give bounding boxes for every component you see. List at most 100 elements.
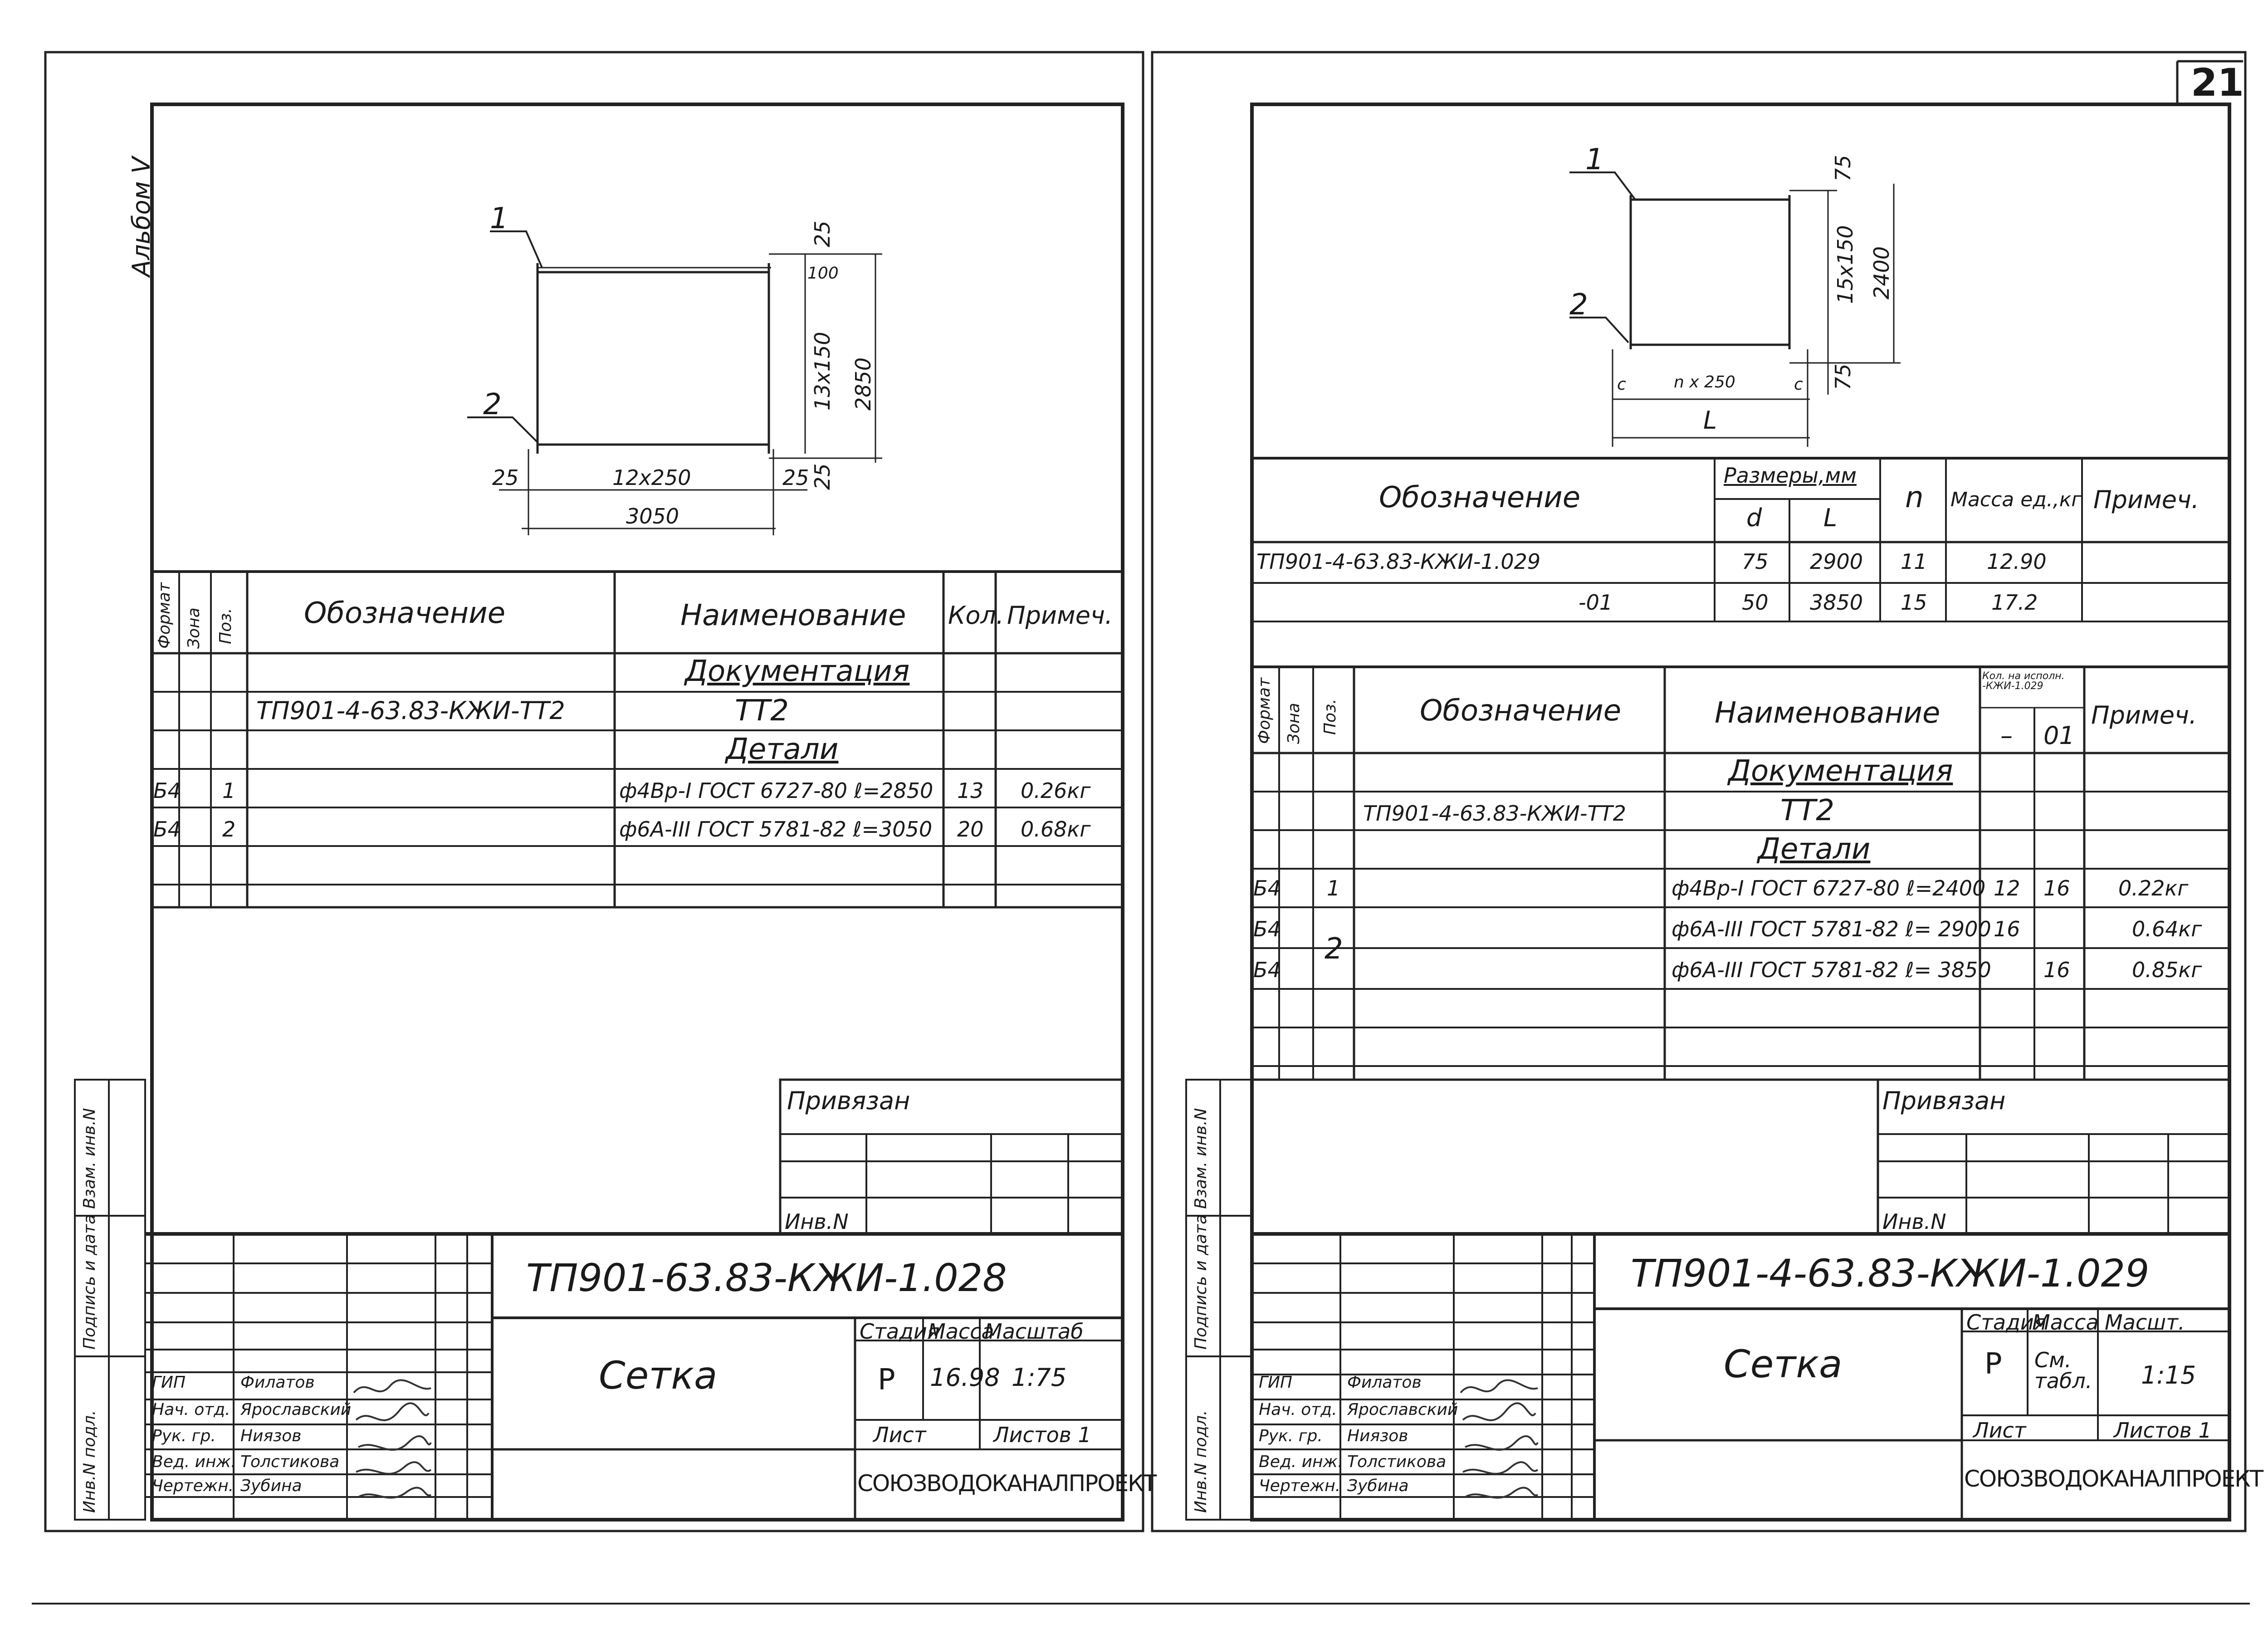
- right-person-4-role: Чертежн.: [1259, 1477, 1341, 1495]
- left-dim-right-bottom: 25: [810, 463, 835, 490]
- left-side-inv-podl: Инв.N подл.: [80, 1410, 99, 1513]
- right-spec-row4-name: ф6А-III ГОСТ 5781-82 ℓ= 2900: [1672, 917, 1991, 941]
- right-spec-row5-note: 0.85кг: [2132, 958, 2202, 982]
- left-spec-row2-name: Детали: [726, 733, 839, 766]
- left-spec-hdr-pos: Поз.: [216, 608, 235, 644]
- right-person-0-role: ГИП: [1259, 1373, 1293, 1392]
- left-spec-row3-name: ф4Вр-I ГОСТ 6727-80 ℓ=2850: [619, 778, 934, 803]
- right-mass: См. табл.: [2034, 1348, 2092, 1393]
- left-person-3-role: Вед. инж.: [152, 1453, 236, 1471]
- left-dim-bottom-left: 25: [492, 465, 519, 490]
- left-spec-row4-name: ф6А-III ГОСТ 5781-82 ℓ=3050: [619, 817, 933, 841]
- right-privyazan-label: Привязан: [1882, 1086, 2006, 1115]
- right-sheets-label: Листов 1: [2114, 1418, 2212, 1443]
- left-mass-label: Масса: [928, 1319, 994, 1344]
- left-privyazan-label: Привязан: [787, 1086, 910, 1115]
- right-person-1-name: Ярославский: [1347, 1400, 1458, 1419]
- album-label: Альбом V: [127, 157, 156, 277]
- right-stage-label: Стадия: [1966, 1310, 2047, 1335]
- right-dims-hdr-note: Примеч.: [2093, 485, 2200, 514]
- left-spec-hdr-qty: Кол.: [948, 601, 1004, 630]
- left-spec-row1-name: ТТ2: [735, 694, 789, 728]
- right-pos-1: 1: [1585, 143, 1604, 176]
- right-spec-hdr-qty-b: 01: [2043, 721, 2075, 750]
- left-scale: 1:75: [1012, 1363, 1067, 1392]
- right-spec-row1-name: ТТ2: [1780, 794, 1834, 827]
- right-person-0-name: Филатов: [1347, 1373, 1422, 1392]
- right-spec-row3-qa: 12: [1994, 876, 2020, 900]
- right-spec-hdr-zone: Зона: [1285, 703, 1303, 744]
- right-doc-name: Сетка: [1724, 1342, 1843, 1386]
- right-spec-row3-format: Б4: [1253, 876, 1281, 900]
- right-dims-row0-L: 2900: [1810, 549, 1863, 574]
- left-scale-label: Масштаб: [984, 1319, 1084, 1344]
- right-dim-vert: 15x150: [1833, 225, 1857, 304]
- left-dim-top: 25: [810, 220, 835, 247]
- right-signatures: [1460, 1379, 1539, 1499]
- left-spec-row3-note: 0.26кг: [1021, 778, 1091, 803]
- right-spec-row5-name: ф6А-III ГОСТ 5781-82 ℓ= 3850: [1672, 958, 1991, 982]
- left-dim-small: 100: [807, 264, 839, 283]
- right-spec-hdr-pos: Поз.: [1321, 699, 1339, 735]
- right-spec-row4-pos: 2: [1325, 932, 1343, 966]
- right-pos-2: 2: [1569, 288, 1588, 322]
- left-dim-total-h: 2850: [851, 357, 875, 411]
- left-mass: 16.98: [930, 1363, 1000, 1392]
- right-dims-hdr-d: d: [1746, 504, 1762, 532]
- left-spec-row3-qty: 13: [957, 778, 984, 803]
- right-scale-label: Масшт.: [2105, 1310, 2185, 1335]
- left-side-vzam: Взам. инв.N: [80, 1108, 99, 1209]
- left-spec-hdr-zone: Зона: [185, 607, 203, 649]
- right-person-1-role: Нач. отд.: [1259, 1400, 1337, 1419]
- right-person-2-role: Рук. гр.: [1259, 1427, 1323, 1445]
- left-spec-hdr-name: Наименование: [680, 599, 906, 632]
- right-side-vzam: Взам. инв.N: [1192, 1108, 1210, 1209]
- right-spec-row4-note: 0.64кг: [2132, 917, 2202, 941]
- right-dim-span: n x 250: [1674, 373, 1735, 391]
- right-dims-row1-L: 3850: [1810, 590, 1863, 615]
- right-spec-row2-name: Детали: [1758, 832, 1871, 866]
- right-spec-row1-designation: ТП901-4-63.83-КЖИ-ТТ2: [1363, 801, 1626, 826]
- left-doc-name: Сетка: [599, 1353, 718, 1398]
- left-person-4-role: Чертежн.: [152, 1477, 234, 1495]
- right-spec-row4-qa: 16: [1994, 917, 2020, 941]
- right-spec-hdr-note: Примеч.: [2091, 701, 2197, 729]
- left-person-0-name: Филатов: [240, 1373, 315, 1392]
- right-dims-hdr-n: n: [1905, 481, 1924, 514]
- right-scale: 1:15: [2141, 1361, 2196, 1389]
- left-doc-code: ТП901-63.83-КЖИ-1.028: [526, 1256, 1007, 1300]
- right-inv-no-label: Инв.N: [1882, 1209, 1946, 1234]
- left-pos-2: 2: [483, 388, 502, 421]
- right-person-4-name: Зубина: [1347, 1477, 1409, 1495]
- left-stage-label: Стадия: [860, 1319, 940, 1344]
- right-spec-row3-name: ф4Вр-I ГОСТ 6727-80 ℓ=2400: [1672, 876, 1986, 900]
- right-dim-left-c: c: [1617, 375, 1626, 394]
- page-number: 21: [2191, 60, 2244, 105]
- left-person-1-name: Ярославский: [240, 1400, 352, 1419]
- right-spec-hdr-format: Формат: [1255, 677, 1274, 744]
- left-person-4-name: Зубина: [240, 1477, 302, 1495]
- right-dims-row1-designation: -01: [1579, 590, 1613, 615]
- left-person-1-role: Нач. отд.: [152, 1400, 230, 1419]
- left-spec-row4-format: Б4: [153, 817, 181, 841]
- right-spec-row3-note: 0.22кг: [2118, 876, 2189, 900]
- left-pos-1: 1: [490, 202, 508, 235]
- right-dim-top: 75: [1831, 155, 1855, 181]
- left-inv-no-label: Инв.N: [785, 1209, 849, 1234]
- right-dims-row0-d: 75: [1742, 549, 1769, 574]
- right-mass-label: Масса: [2032, 1310, 2099, 1335]
- left-dim-vert: 13x150: [810, 332, 835, 411]
- right-person-3-role: Вед. инж.: [1259, 1453, 1343, 1471]
- left-spec-hdr-format: Формат: [155, 582, 174, 649]
- left-person-3-name: Толстикова: [240, 1453, 340, 1471]
- left-signatures: [353, 1379, 432, 1499]
- right-spec-hdr-designation: Обозначение: [1420, 694, 1622, 728]
- right-side-podpis: Подпись и дата: [1192, 1214, 1210, 1350]
- right-stage: Р: [1984, 1347, 2002, 1381]
- right-dims-hdr-designation: Обозначение: [1379, 481, 1581, 514]
- right-dims-hdr-sizes: Размеры,мм: [1724, 463, 1857, 488]
- right-dims-row0-mass: 12.90: [1987, 549, 2047, 574]
- right-dims-row1-n: 15: [1901, 590, 1927, 615]
- left-side-podpis: Подпись и дата: [80, 1214, 99, 1350]
